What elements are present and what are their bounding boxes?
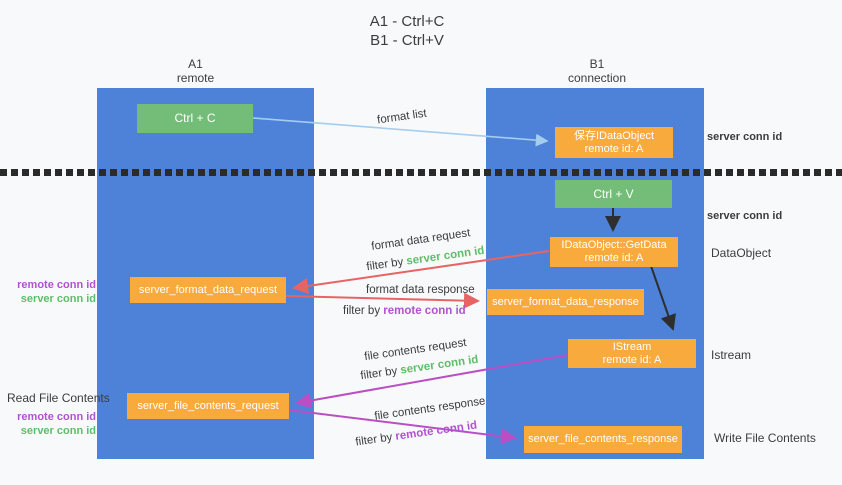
label-filter-by-remote-conn-id-1: filter by remote conn id [343,305,466,317]
node-idataobject-getdata-line2: remote id: A [584,252,644,264]
node-istream-line2: remote id: A [602,353,662,366]
remote-conn-id-text: remote conn id [17,279,96,291]
node-save-dataobject-line2: remote id: A [584,142,644,155]
node-server-format-data-request: server_format_data_request [130,277,286,303]
node-server-format-data-response-label: server_format_data_response [492,295,639,308]
node-save-dataobject-line1: 保存IDataObject [573,129,655,142]
annotation-server-conn-id-top: server conn id [707,131,783,143]
title-line-a1: A1 - Ctrl+C [369,13,445,30]
server-conn-id-text: server conn id [20,425,96,437]
annotation-server-conn-id-mid: server conn id [707,210,783,222]
diagram-title: A1 - Ctrl+C B1 - Ctrl+V [0,12,814,50]
node-server-file-contents-request: server_file_contents_request [127,393,289,419]
remote-conn-id-text: remote conn id [383,305,466,317]
column-b1-role: connection [567,71,627,85]
label-format-list: format list [376,107,428,127]
column-a1-name: A1 [188,57,203,71]
title-line-b1: B1 - Ctrl+V [370,32,444,49]
remote-conn-id-text: remote conn id [394,419,478,443]
node-idataobject-getdata-line1: IDataObject::GetData [561,239,667,251]
arrow-format-data-response [285,292,480,309]
server-conn-id-text: server conn id [399,353,480,377]
node-idataobject-getdata: IDataObject::GetData remote id: A [550,237,678,267]
node-ctrl-v: Ctrl + V [555,180,672,208]
node-istream: IStream remote id: A [568,339,696,368]
column-header-a1: A1 remote [87,57,304,85]
column-a1-role: remote [176,71,215,85]
remote-conn-id-text: remote conn id [17,411,96,423]
label-file-contents-response: file contents response [373,395,487,423]
node-save-dataobject: 保存IDataObject remote id: A [555,127,673,158]
node-server-file-contents-response: server_file_contents_response [524,426,682,453]
annotation-conn-ids-format: remote conn id server conn id [0,278,96,306]
server-conn-id-text: server conn id [20,293,96,305]
node-ctrl-c-label: Ctrl + C [174,111,216,125]
node-server-format-data-response: server_format_data_response [487,289,644,315]
column-header-b1: B1 connection [488,57,706,85]
filter-by-text: filter by [343,305,384,317]
node-server-format-data-request-label: server_format_data_request [138,283,278,296]
node-ctrl-c: Ctrl + C [137,104,253,133]
annotation-istream: Istream [711,348,752,362]
annotation-conn-ids-file: remote conn id server conn id [0,410,96,438]
label-filter-by-remote-conn-id-2: filter by remote conn id [355,420,478,449]
node-server-file-contents-response-label: server_file_contents_response [528,433,678,445]
annotation-dataobject: DataObject [711,246,772,260]
filter-by-text: filter by [365,255,408,274]
machine-boundary-dashed-line [0,169,842,176]
node-ctrl-v-label: Ctrl + V [593,186,634,201]
node-istream-line1: IStream [612,340,652,353]
filter-by-text: filter by [354,430,397,449]
label-format-data-response: format data response [366,284,475,296]
node-server-file-contents-request-label: server_file_contents_request [137,399,279,412]
column-b1-name: B1 [589,57,605,71]
annotation-write-file-contents: Write File Contents [714,431,816,445]
filter-by-text: filter by [359,364,402,383]
annotation-read-file-contents: Read File Contents [7,391,110,405]
server-conn-id-text: server conn id [405,244,486,268]
